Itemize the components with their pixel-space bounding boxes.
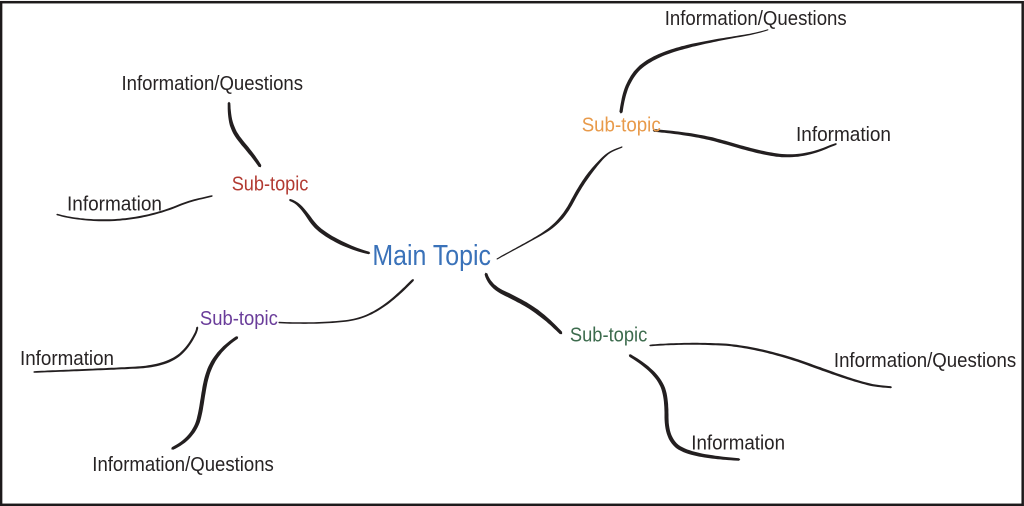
svg-text:Main Topic: Main Topic — [372, 240, 491, 272]
svg-text:Sub-topic: Sub-topic — [570, 325, 647, 347]
svg-text:Information: Information — [796, 124, 891, 146]
svg-text:Information/Questions: Information/Questions — [834, 350, 1016, 372]
svg-text:Information/Questions: Information/Questions — [122, 73, 304, 95]
svg-text:Information: Information — [691, 432, 785, 454]
svg-text:Sub-topic: Sub-topic — [582, 114, 661, 136]
svg-text:Information/Questions: Information/Questions — [92, 454, 273, 476]
svg-text:Information: Information — [20, 348, 114, 370]
svg-text:Information: Information — [67, 194, 162, 216]
svg-text:Sub-topic: Sub-topic — [232, 174, 309, 196]
svg-text:Information/Questions: Information/Questions — [665, 8, 847, 30]
svg-text:Sub-topic: Sub-topic — [200, 308, 278, 330]
